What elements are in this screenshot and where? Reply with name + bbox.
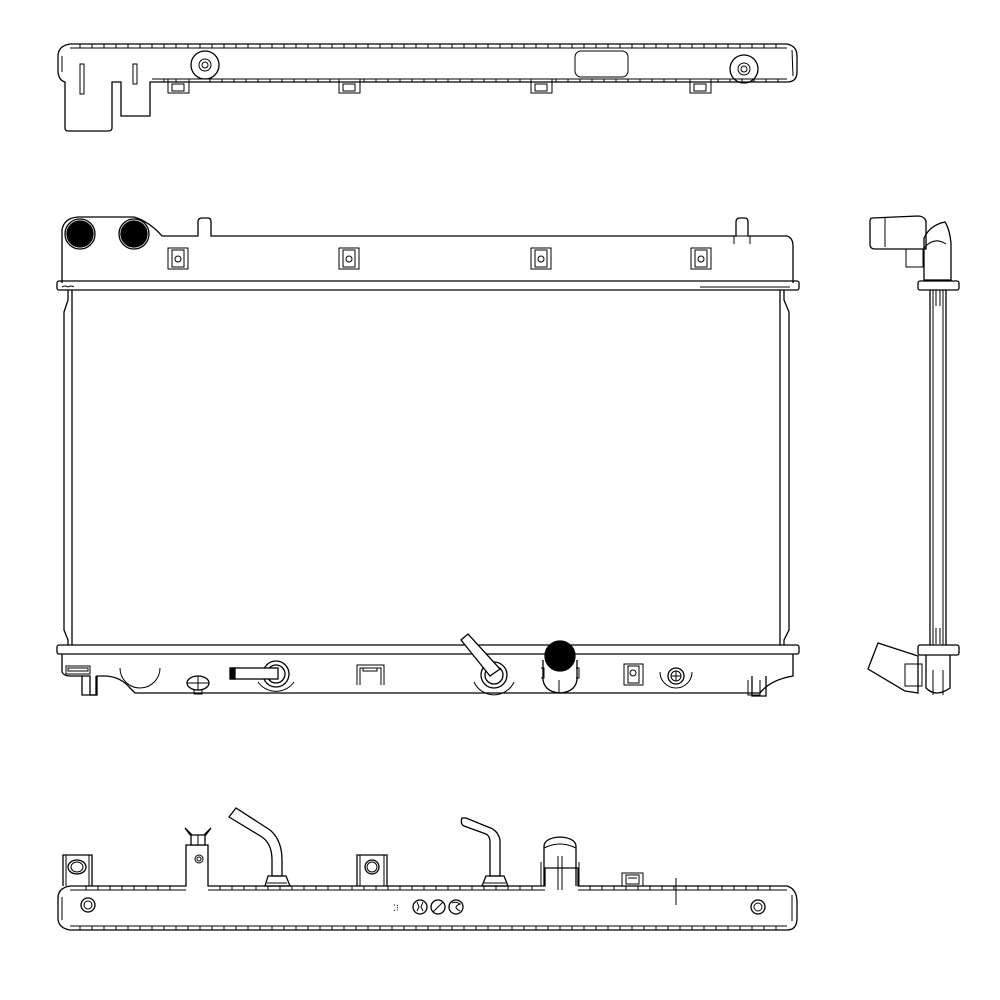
upper-port-left (64, 218, 96, 250)
side-profile-view (850, 200, 980, 710)
mount-hole-left (80, 897, 96, 913)
stamp-dots: ⁚⁝ (393, 904, 399, 914)
angled-pipe-bottom (460, 817, 509, 887)
tank-ribs-bottom (61, 886, 793, 930)
bent-pipe (228, 807, 291, 887)
mount-hole-right (750, 899, 766, 915)
foot-left (81, 676, 97, 696)
mounting-boss-right (729, 54, 759, 84)
front-core-drawing (56, 216, 800, 697)
recess-arc (119, 667, 161, 689)
drain-valve-bottom (184, 827, 212, 864)
lower-right-clip (623, 663, 644, 686)
lower-hose-pipe (229, 660, 295, 692)
top-tank-view (0, 0, 1000, 150)
filler-neck (541, 640, 580, 694)
side-profile-drawing (867, 215, 960, 695)
foot-right (751, 676, 767, 697)
mounting-boss-left (190, 50, 220, 80)
upper-port-right (118, 218, 150, 250)
lower-center-bracket (356, 664, 385, 685)
lower-left-bracket (65, 665, 91, 675)
bottom-tank-view: ⁚⁝ (0, 790, 1000, 950)
upper-flange (917, 280, 960, 291)
upper-elbow-outlet (869, 215, 952, 281)
angled-pipe (460, 633, 515, 696)
lower-flange (917, 644, 960, 656)
tank-clips (167, 78, 712, 94)
bracket-center (356, 854, 388, 886)
lower-elbow-outlet (867, 642, 951, 695)
bottom-tank-drawing: ⁚⁝ (57, 807, 798, 931)
temperature-sensor (659, 667, 693, 689)
upper-clips (167, 247, 712, 270)
top-tank-drawing (57, 43, 798, 132)
clip-bottom (621, 872, 644, 887)
filler-neck-bottom (540, 836, 580, 890)
stamp-marks: ⁚⁝ (393, 899, 464, 915)
tank-slot (574, 50, 629, 78)
drain-valve (186, 675, 210, 695)
core-thickness (929, 290, 947, 645)
bracket-left (62, 854, 93, 886)
tank-ribs-top (79, 44, 779, 82)
front-core-view (0, 200, 830, 710)
